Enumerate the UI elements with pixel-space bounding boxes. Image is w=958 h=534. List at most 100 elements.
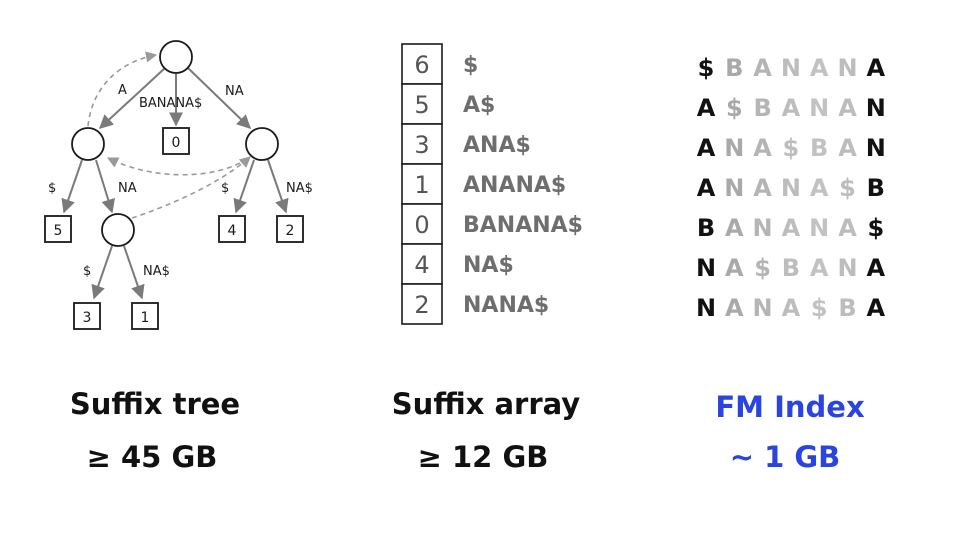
edge-na-2	[267, 159, 289, 214]
suffix-link-a-to-root	[87, 51, 158, 127]
tree-root-node	[159, 40, 193, 74]
suffix-array-index: 5	[414, 91, 429, 119]
suffix-array-index: 2	[414, 291, 429, 319]
fm-index-caption: FM Index	[715, 390, 865, 424]
fm-middle-char: A	[810, 54, 829, 82]
leaf-label: 5	[54, 223, 63, 239]
suffix-array-row: 5 A$	[401, 83, 495, 125]
fm-last-column-char: N	[866, 94, 886, 122]
suffix-array-caption: Suffix array	[392, 387, 581, 421]
suffix-array-cell	[401, 163, 443, 205]
edge-a-5	[61, 159, 83, 214]
edge-label: NA$	[286, 181, 313, 196]
fm-middle-char: $	[839, 174, 856, 202]
fm-middle-char: N	[837, 254, 857, 282]
suffix-array-index: 6	[414, 51, 429, 79]
edge-ana-3	[91, 245, 113, 300]
fm-middle-char: N	[781, 174, 801, 202]
fm-middle-char: N	[837, 54, 857, 82]
edge-ana-1	[123, 245, 145, 300]
leaf-label: 3	[83, 310, 92, 326]
fm-middle-char: A	[838, 214, 857, 242]
fm-middle-char: B	[753, 94, 771, 122]
tree-node-ana	[101, 213, 135, 247]
edge-label: $	[83, 264, 91, 279]
leaf-5: 5	[44, 215, 72, 243]
edge-a-ana	[95, 159, 115, 214]
suffix-array-row: 0 BANANA$	[401, 203, 583, 245]
fm-middle-char: N	[724, 134, 744, 162]
fm-middle-char: A	[782, 294, 801, 322]
suffix-array-row: 6$	[401, 43, 478, 85]
suffix-array-size: ≥ 12 GB	[418, 440, 549, 474]
suffix-array-suffix: NANA$	[463, 293, 549, 318]
fm-middle-char: A	[810, 174, 829, 202]
fm-middle-char: N	[753, 214, 773, 242]
edge-label: $	[48, 181, 56, 196]
fm-middle-char: A	[753, 174, 772, 202]
leaf-0: 0	[162, 127, 190, 155]
edge-root-na	[187, 67, 252, 129]
suffix-tree-size: ≥ 45 GB	[87, 440, 218, 474]
leaf-label: 0	[172, 135, 181, 151]
fm-middle-char: A	[725, 214, 744, 242]
fm-index-size: ~ 1 GB	[730, 440, 841, 474]
fm-middle-char: $	[811, 294, 828, 322]
fm-first-column-char: A	[697, 134, 716, 162]
suffix-array-cell	[401, 203, 443, 245]
fm-middle-char: B	[838, 294, 856, 322]
fm-middle-char: A	[753, 134, 772, 162]
suffix-array-index: 4	[414, 251, 429, 279]
suffix-array-suffix: BANANA$	[463, 213, 583, 238]
fm-middle-char: N	[809, 214, 829, 242]
fm-middle-char: A	[753, 54, 772, 82]
fm-middle-char: $	[783, 134, 800, 162]
fm-middle-char: A	[725, 254, 744, 282]
leaf-label: 1	[141, 310, 150, 326]
suffix-array-cell	[401, 123, 443, 165]
fm-middle-char: B	[725, 54, 743, 82]
fm-middle-char: A	[782, 94, 801, 122]
fm-middle-char: $	[754, 254, 771, 282]
suffix-array-cell	[401, 43, 443, 85]
fm-last-column-char: B	[867, 174, 885, 202]
fm-last-column-char: A	[867, 254, 886, 282]
fm-last-column-char: A	[867, 54, 886, 82]
fm-middle-char: N	[753, 294, 773, 322]
fm-middle-char: A	[725, 294, 744, 322]
leaf-3: 3	[73, 302, 101, 330]
fm-middle-char: $	[726, 94, 743, 122]
edge-label: $	[221, 181, 229, 196]
fm-middle-char: B	[810, 134, 828, 162]
fm-first-column-char: A	[697, 94, 716, 122]
leaf-1: 1	[131, 302, 159, 330]
leaf-label: 2	[286, 223, 295, 239]
fm-first-column-char: N	[696, 254, 716, 282]
suffix-link-ana-to-na	[131, 156, 251, 219]
leaf-4: 4	[218, 215, 246, 243]
fm-first-column-char: A	[697, 174, 716, 202]
edge-label: NA	[118, 181, 137, 196]
fm-first-column-char: B	[697, 214, 715, 242]
fm-middle-char: N	[781, 54, 801, 82]
fm-middle-char: N	[724, 174, 744, 202]
suffix-array-suffix: A$	[463, 93, 495, 118]
suffix-array-suffix: ANANA$	[463, 173, 566, 198]
suffix-array-row: 2 NANA$	[401, 283, 549, 325]
fm-middle-char: N	[809, 94, 829, 122]
tree-node-na	[245, 127, 279, 161]
suffix-array-index: 3	[414, 131, 429, 159]
suffix-array-index: 0	[414, 211, 429, 239]
edge-label: BANANA$	[139, 96, 202, 111]
fm-middle-char: A	[838, 134, 857, 162]
fm-last-column-char: $	[867, 214, 884, 242]
